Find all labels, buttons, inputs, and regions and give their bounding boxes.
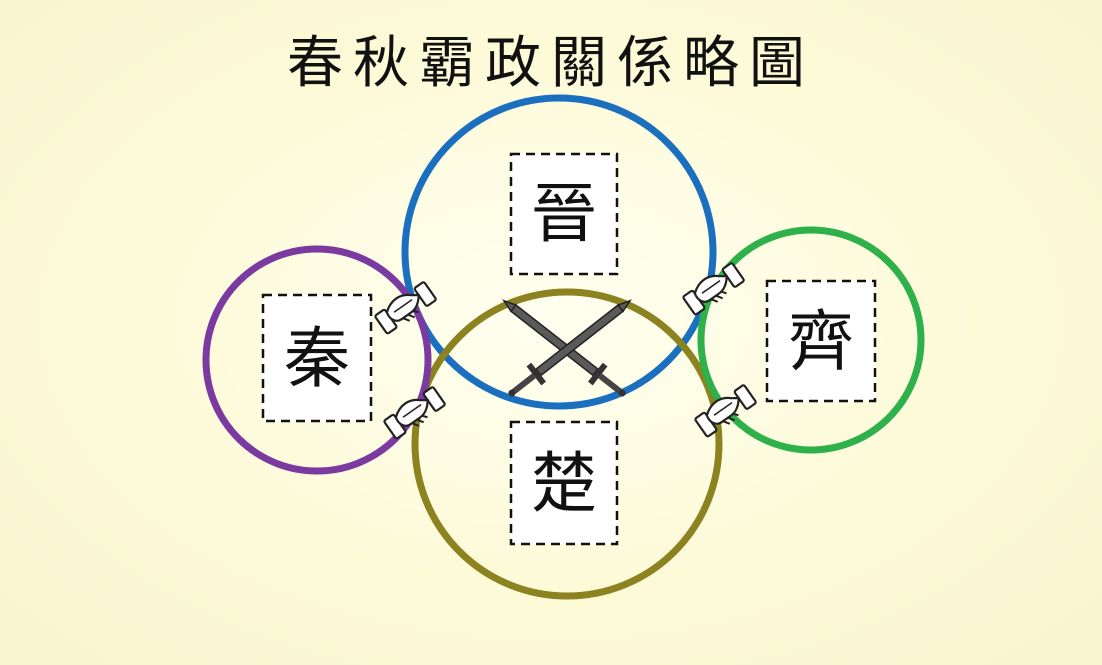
chu-glyph: 楚 xyxy=(531,445,597,522)
diagram-title: 春秋霸政關係略圖 xyxy=(287,31,815,96)
jin-ring xyxy=(401,94,717,410)
crossed-swords-icon xyxy=(502,299,632,397)
jin-glyph: 晉 xyxy=(531,175,597,252)
qi-glyph: 齊 xyxy=(788,303,854,380)
qin-glyph-box: 秦 xyxy=(261,293,373,423)
qi-ring xyxy=(697,226,925,454)
chu-glyph-box: 楚 xyxy=(509,420,619,546)
jin-glyph-box: 晉 xyxy=(509,152,619,276)
chu-ring xyxy=(411,288,723,600)
qin-ring xyxy=(202,245,432,475)
qi-glyph-box: 齊 xyxy=(765,279,877,403)
qin-glyph: 秦 xyxy=(284,320,350,397)
